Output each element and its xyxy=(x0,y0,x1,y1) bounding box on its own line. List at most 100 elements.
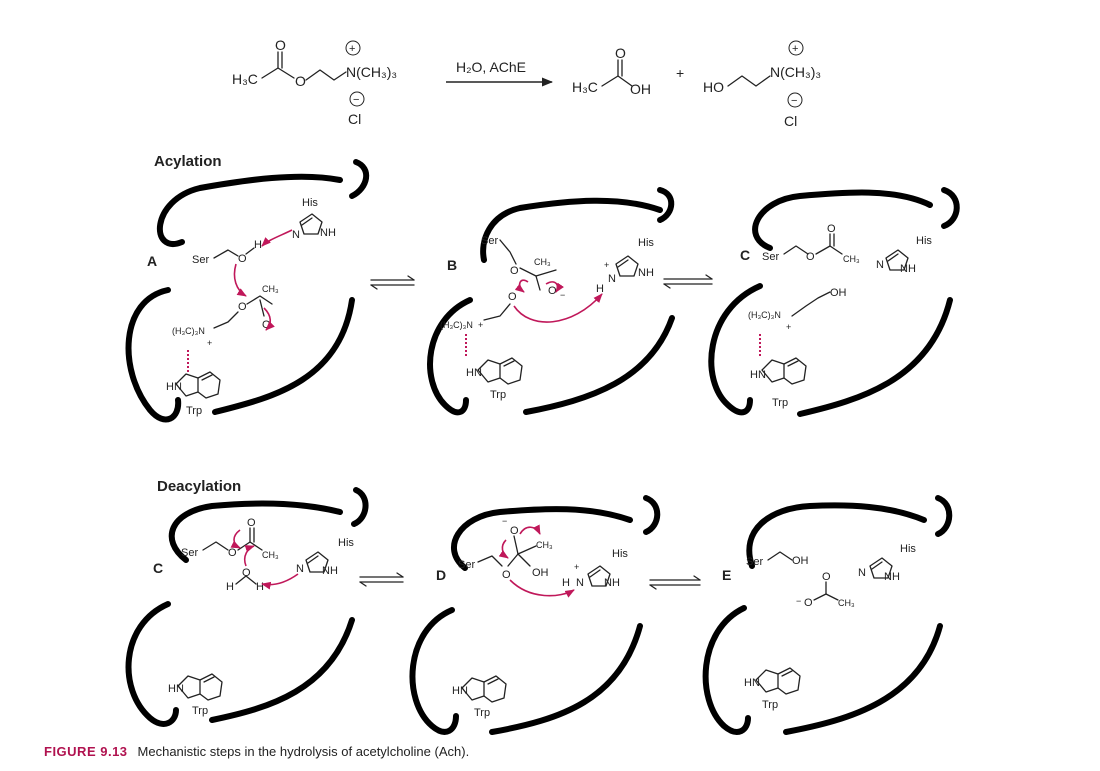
acyl-ch3: CH₃ xyxy=(262,550,279,560)
trp-hn: HN xyxy=(466,367,482,379)
ammonium-label: (H₃C)₃N xyxy=(748,310,781,320)
reactant-ammonium: N(CH₃)₃ xyxy=(346,64,397,80)
his-n: N xyxy=(858,567,866,579)
ammonium-plus: + xyxy=(786,322,791,332)
tetrahedral-o-minus: O xyxy=(510,525,519,537)
ser-oh: OH xyxy=(792,555,809,567)
acyl-ch3: CH₃ xyxy=(843,254,860,264)
ser-o: O xyxy=(238,253,247,265)
tetrahedral-ch3: CH₃ xyxy=(536,540,553,550)
panel-label-e: E xyxy=(722,567,731,583)
panel-label-d: D xyxy=(436,567,446,583)
substrate-o: O xyxy=(238,301,247,313)
his-nh: NH xyxy=(884,571,900,583)
product2-minus-charge: − xyxy=(791,95,797,107)
tetrahedral-oh: OH xyxy=(532,567,549,579)
product1-carbonyl-o: O xyxy=(615,45,626,61)
acetate-o-minus: O xyxy=(804,597,813,609)
section-acylation: Acylation xyxy=(154,153,222,170)
ser-label: Ser xyxy=(481,235,498,247)
equilibrium-cd xyxy=(359,572,404,587)
his-h: H xyxy=(562,577,570,589)
panel-e: E Ser OH His N NH O − O CH₃ HN Trp xyxy=(702,495,953,735)
reaction-conditions: H₂O, AChE xyxy=(456,59,526,75)
equilibrium-ab xyxy=(370,275,415,290)
product2-chloride: Cl xyxy=(784,113,797,129)
equilibrium-de xyxy=(649,575,701,590)
his-plus: + xyxy=(574,562,579,572)
caption-text: Mechanistic steps in the hydrolysis of a… xyxy=(137,744,470,759)
substrate-ch3: CH₃ xyxy=(262,284,279,294)
product1-oh: OH xyxy=(630,81,651,97)
product1-methyl: H₃C xyxy=(572,79,598,95)
reactant-chloride: Cl xyxy=(348,111,361,127)
panel-label-c-top: C xyxy=(740,247,750,263)
ammonium-plus: + xyxy=(207,338,212,348)
acetate-carbonyl-o: O xyxy=(822,571,831,583)
ser-label: Ser xyxy=(192,254,209,266)
his-n: N xyxy=(296,563,304,575)
reactant-minus-charge: − xyxy=(353,94,359,106)
trp-label: Trp xyxy=(772,397,788,409)
trp-label: Trp xyxy=(490,389,506,401)
water-h-left: H xyxy=(226,581,234,593)
his-nh: NH xyxy=(320,227,336,239)
overall-equation: H₃C O O N(CH₃)₃ + − Cl H₂O, AChE H₃C O O… xyxy=(232,37,821,129)
panel-d: D Ser O O − CH₃ OH His N + H NH HN Trp xyxy=(409,495,661,735)
his-nh: NH xyxy=(322,565,338,577)
reactant-carbonyl-o: O xyxy=(275,37,286,53)
water-h-right: H xyxy=(256,581,264,593)
trp-label: Trp xyxy=(474,707,490,719)
trp-label: Trp xyxy=(192,705,208,717)
panel-b: B Ser O CH₃ O − O (H₃C)₃N + His N + H NH… xyxy=(427,187,675,416)
acyl-carbonyl-o: O xyxy=(247,517,256,529)
his-label: His xyxy=(916,235,932,247)
plus-sign: + xyxy=(676,65,684,81)
substrate-ch3: CH₃ xyxy=(534,257,551,267)
his-nh: NH xyxy=(604,577,620,589)
his-label: His xyxy=(302,197,318,209)
trp-hn: HN xyxy=(168,683,184,695)
his-n: N xyxy=(876,259,884,271)
ammonium-label: (H₃C)₃N xyxy=(440,320,473,330)
ser-label: Ser xyxy=(746,556,763,568)
substrate-minus: − xyxy=(560,290,565,300)
equilibrium-bc xyxy=(663,274,713,289)
acyl-carbonyl-o: O xyxy=(827,223,836,235)
product2-ho: HO xyxy=(703,79,724,95)
acetate-ch3: CH₃ xyxy=(838,598,855,608)
figure-number: FIGURE 9.13 xyxy=(44,744,128,759)
acetate-minus: − xyxy=(796,596,801,606)
trp-hn: HN xyxy=(452,685,468,697)
reactant-ester-o: O xyxy=(295,73,306,89)
his-label: His xyxy=(900,543,916,555)
tetrahedral-minus: − xyxy=(502,516,507,526)
ser-o: O xyxy=(228,547,237,559)
his-label: His xyxy=(338,537,354,549)
panel-c-bottom: C Ser O O CH₃ His N NH H O H HN Trp xyxy=(125,487,369,727)
ser-o: O xyxy=(510,265,519,277)
panel-a: A Ser O H His N NH O CH₃ O (H₃C)₃N + HN … xyxy=(125,159,369,423)
ester-o: O xyxy=(508,291,517,303)
ser-h: H xyxy=(254,239,262,251)
ser-label: Ser xyxy=(458,559,475,571)
trp-hn: HN xyxy=(750,369,766,381)
ser-o: O xyxy=(806,251,815,263)
trp-label: Trp xyxy=(186,405,202,417)
his-n: N xyxy=(576,577,584,589)
his-label: His xyxy=(612,548,628,560)
his-label: His xyxy=(638,237,654,249)
substrate-o-minus: O xyxy=(548,285,557,297)
trp-hn: HN xyxy=(744,677,760,689)
his-nh: NH xyxy=(638,267,654,279)
product2-ammonium: N(CH₃)₃ xyxy=(770,64,821,80)
ammonium-plus: + xyxy=(478,320,483,330)
figure-caption: FIGURE 9.13 Mechanistic steps in the hydr… xyxy=(44,744,469,759)
his-h: H xyxy=(596,283,604,295)
ser-label: Ser xyxy=(762,251,779,263)
trp-label: Trp xyxy=(762,699,778,711)
product2-plus-charge: + xyxy=(792,43,798,55)
reactant-plus-charge: + xyxy=(349,43,355,55)
his-n: N xyxy=(292,229,300,241)
